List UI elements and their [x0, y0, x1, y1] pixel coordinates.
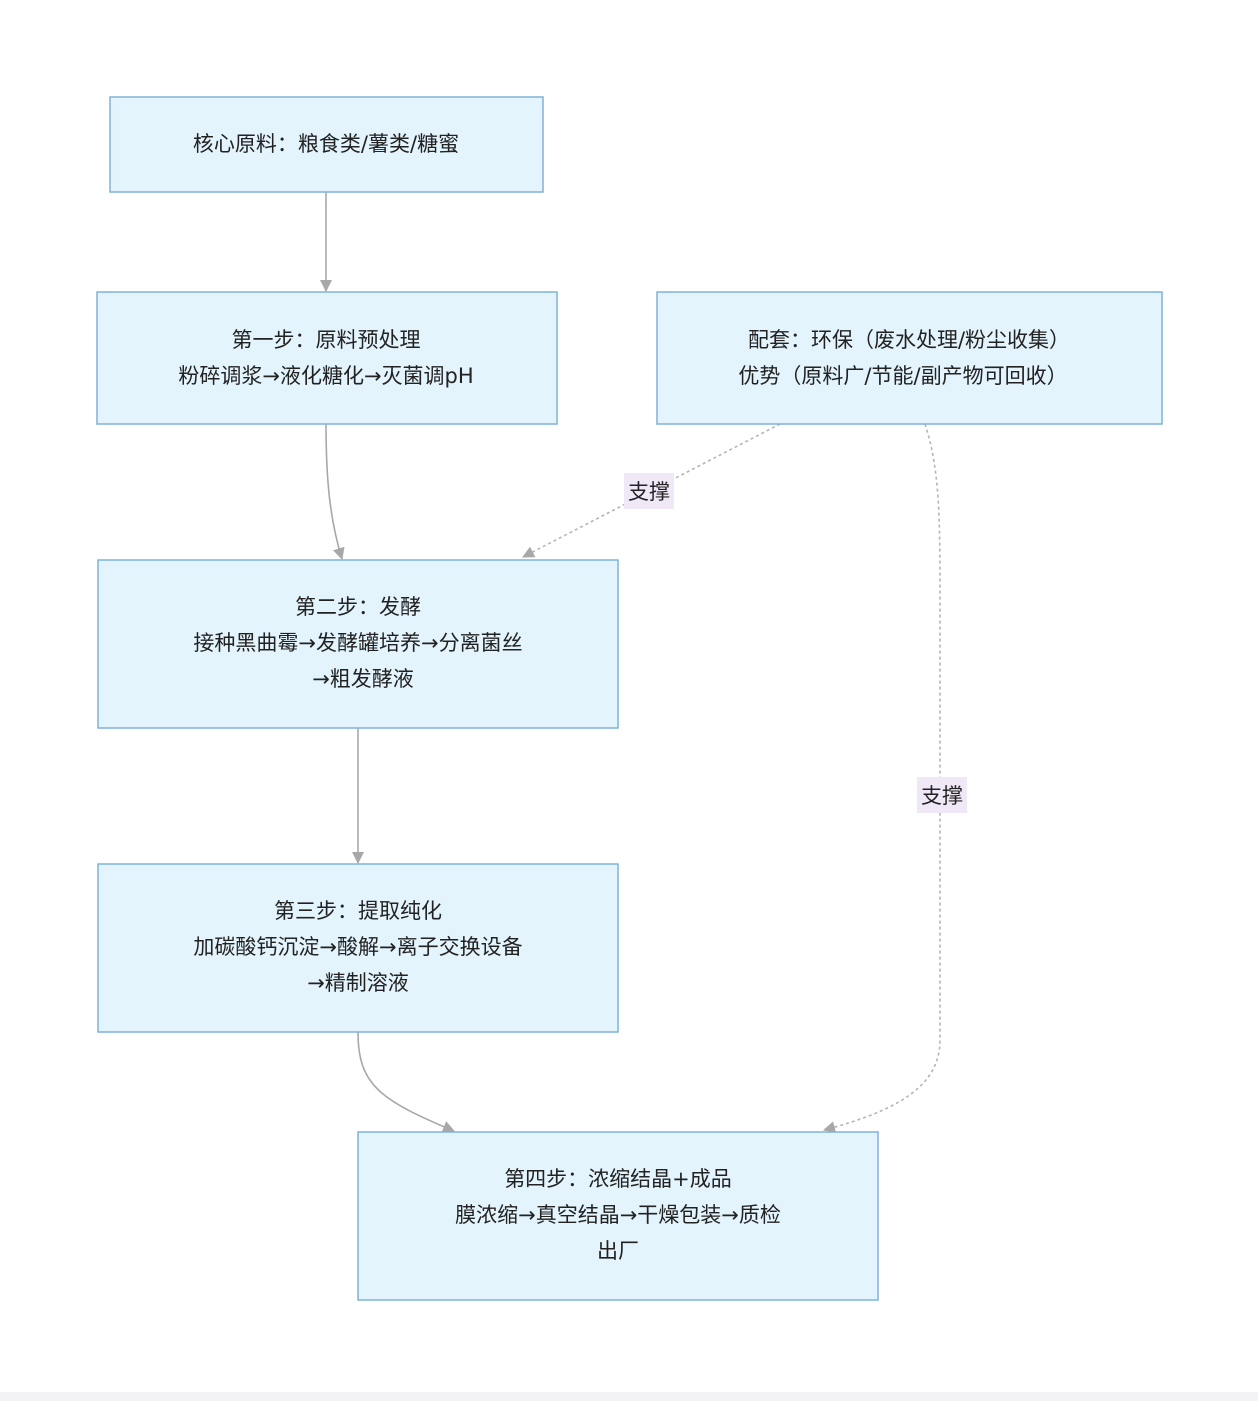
- node-step4-line-1: 第四步：浓缩结晶+成品: [504, 1167, 732, 1191]
- edge-label-support-step4: 支撑: [917, 777, 967, 813]
- node-raw-material-line-1: 核心原料：粮食类/薯类/糖蜜: [193, 132, 459, 156]
- node-step3-line-3: →精制溶液: [307, 971, 409, 995]
- node-step2-line-3: →粗发酵液: [312, 667, 414, 691]
- node-step1-line-2: 粉碎调浆→液化糖化→灭菌调pH: [178, 364, 473, 388]
- node-step1-line-1: 第一步：原料预处理: [232, 328, 421, 352]
- edge-support-to-step4: [823, 423, 941, 1134]
- node-step3-line-2: 加碳酸钙沉淀→酸解→离子交换设备: [193, 935, 522, 959]
- edge-step3-to-step4: [357, 1031, 455, 1133]
- node-support-line-2: 优势（原料广/节能/副产物可回收）: [738, 364, 1067, 388]
- node-step1: 第一步：原料预处理 粉碎调浆→液化糖化→灭菌调pH: [96, 291, 558, 425]
- node-step2: 第二步：发酵 接种黑曲霉→发酵罐培养→分离菌丝 →粗发酵液: [97, 559, 619, 729]
- bottom-strip: [0, 1392, 1258, 1401]
- svg-text:支撑: 支撑: [628, 480, 670, 504]
- node-step4: 第四步：浓缩结晶+成品 膜浓缩→真空结晶→干燥包装→质检 出厂: [357, 1131, 879, 1301]
- node-raw-material: 核心原料：粮食类/薯类/糖蜜: [109, 96, 544, 193]
- node-step3-line-1: 第三步：提取纯化: [274, 899, 442, 923]
- node-step2-line-2: 接种黑曲霉→发酵罐培养→分离菌丝: [193, 631, 522, 655]
- node-support-line-1: 配套：环保（废水处理/粉尘收集）: [748, 328, 1070, 352]
- node-support: 配套：环保（废水处理/粉尘收集） 优势（原料广/节能/副产物可回收）: [656, 291, 1163, 425]
- edge-label-support-step2: 支撑: [624, 473, 674, 509]
- node-step2-line-1: 第二步：发酵: [295, 595, 421, 619]
- node-step4-line-2: 膜浓缩→真空结晶→干燥包装→质检: [455, 1203, 781, 1227]
- node-step4-line-3: 出厂: [597, 1239, 639, 1263]
- svg-text:支撑: 支撑: [921, 784, 963, 808]
- edge-step1-to-step2: [325, 423, 345, 560]
- node-step3: 第三步：提取纯化 加碳酸钙沉淀→酸解→离子交换设备 →精制溶液: [97, 863, 619, 1033]
